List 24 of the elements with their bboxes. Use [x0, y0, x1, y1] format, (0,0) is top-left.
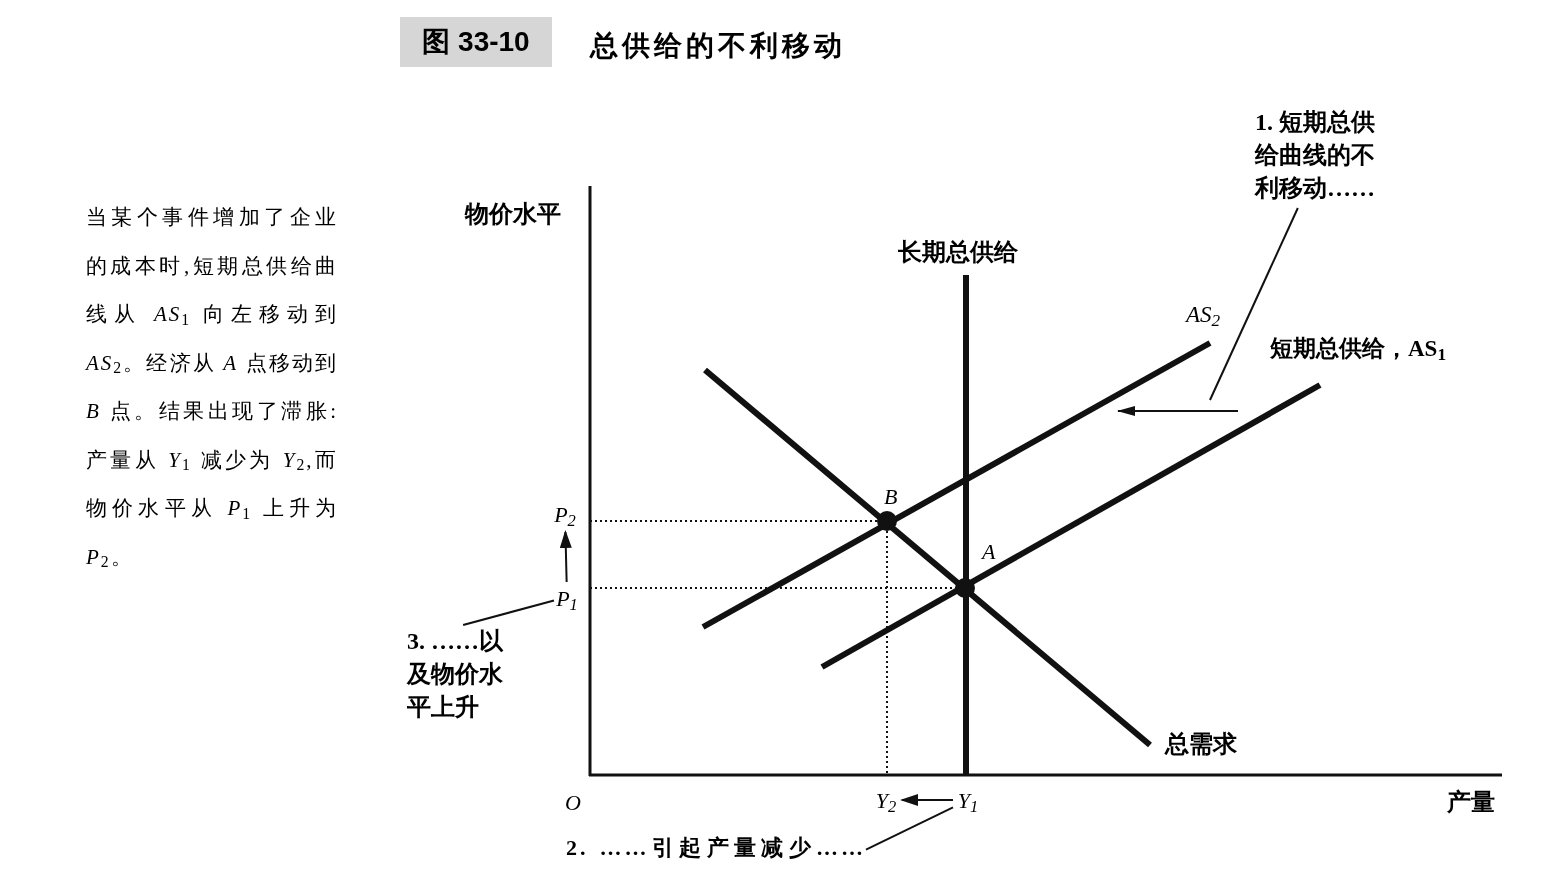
arrow	[900, 794, 954, 806]
point-label: A	[982, 538, 996, 566]
origin-label: O	[565, 789, 581, 817]
figure-title: 总供给的不利移动	[590, 29, 846, 63]
annotation-text: 3. ……以及物价水平上升	[407, 625, 509, 725]
annotation-text: 1. 短期总供给曲线的不利移动……	[1255, 106, 1381, 208]
axis-value-label: Y$_{2}$	[870, 784, 902, 817]
axis-title: 产量	[1447, 788, 1495, 817]
leader-line	[865, 806, 954, 851]
axis-value-label: P$_{2}$	[550, 498, 580, 532]
leader-line	[462, 599, 555, 626]
curve-label: 总需求	[1165, 730, 1237, 759]
curve-label: AS$_{2}$	[1186, 301, 1221, 333]
leader-line	[1209, 207, 1299, 401]
description-text: 当某个事件增加了企业的成本时,短期总供给曲线从 AS$_{1}$ 向左移动到 AS$_{2}$。经济从 A 点移动到 B 点。结果出现了滞胀:产量从 Y$_{1}$ 减少为 Y$_{2}$,而物价水平从 P$_{1}$ 上升为 P$_{2}$。	[86, 204, 338, 573]
axis-value-label: P$_{1}$	[554, 582, 580, 615]
curve-label: 长期总供给	[898, 238, 1018, 267]
point-label: B	[884, 483, 898, 511]
axis-value-label: Y$_{1}$	[953, 784, 983, 817]
axis-title: 物价水平	[465, 200, 561, 229]
figure-number: 图 33-10	[400, 17, 552, 67]
curve-label: 短期总供给，AS$_{1}$	[1270, 335, 1447, 367]
annotation-text: 2. ……引起产量减少……	[566, 832, 866, 864]
arrow	[559, 530, 572, 583]
